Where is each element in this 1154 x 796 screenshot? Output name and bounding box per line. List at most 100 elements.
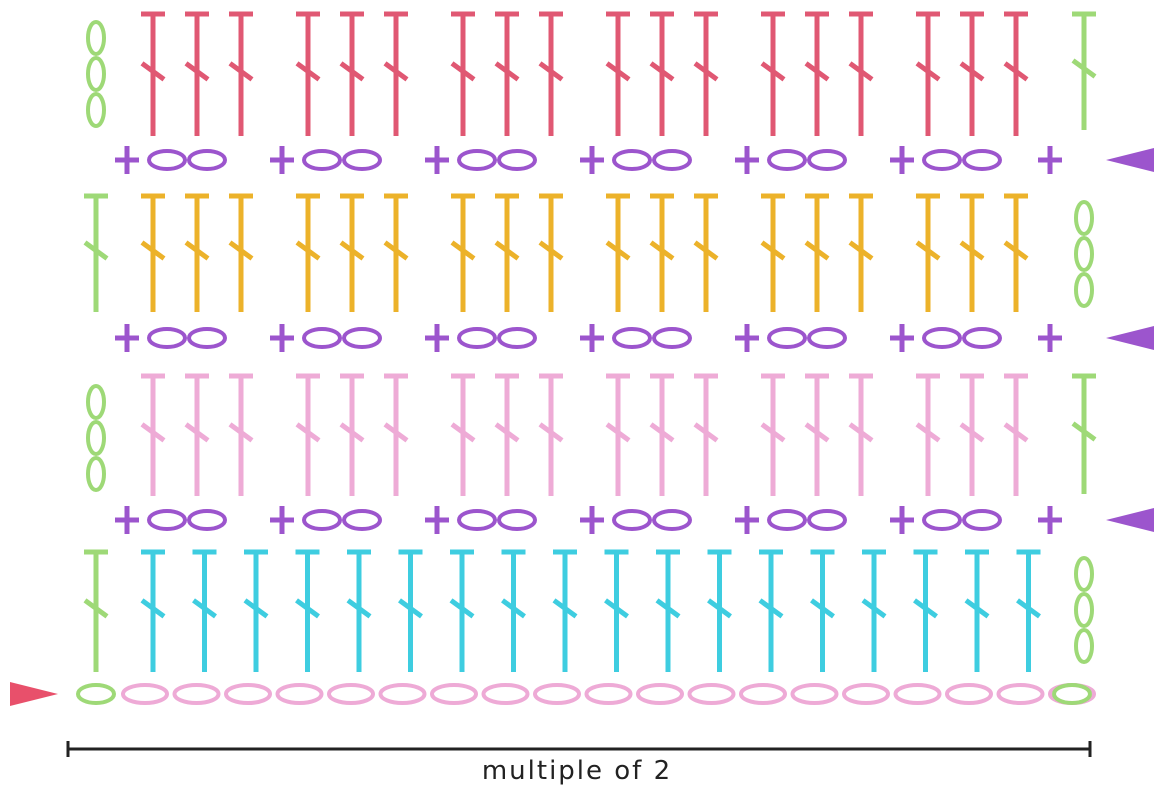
- chain-icon: [497, 509, 537, 531]
- double-crochet-icon: [861, 549, 887, 672]
- chain-icon: [767, 149, 807, 171]
- double-crochet-icon: [140, 373, 166, 496]
- double-crochet-icon: [494, 193, 520, 312]
- double-crochet-icon: [1003, 373, 1029, 496]
- turning-chain-icon: [1074, 200, 1094, 308]
- chain-icon: [76, 683, 116, 705]
- turning-dc-icon: [83, 549, 109, 672]
- single-crochet-icon: [890, 506, 914, 534]
- double-crochet-icon: [758, 549, 784, 672]
- double-crochet-icon: [915, 193, 941, 312]
- chain-icon: [457, 327, 497, 349]
- single-crochet-icon: [1038, 506, 1062, 534]
- single-crochet-icon: [115, 146, 139, 174]
- single-crochet-icon: [735, 146, 759, 174]
- double-crochet-icon: [538, 193, 564, 312]
- chain-icon: [342, 327, 382, 349]
- chain-icon: [922, 149, 962, 171]
- chain-icon: [147, 509, 187, 531]
- turning-dc-icon: [83, 193, 109, 312]
- chain-icon: [922, 509, 962, 531]
- chain-icon: [807, 327, 847, 349]
- chain-icon: [842, 683, 890, 705]
- ruler-line: [66, 741, 1092, 757]
- single-crochet-icon: [270, 324, 294, 352]
- chain-icon: [187, 327, 227, 349]
- turning-dc-icon: [1071, 373, 1097, 494]
- chain-icon: [378, 683, 427, 705]
- double-crochet-icon: [295, 193, 321, 312]
- chain-icon: [962, 149, 1002, 171]
- double-crochet-icon: [140, 549, 166, 672]
- double-crochet-icon: [538, 373, 564, 496]
- chain-icon: [187, 149, 227, 171]
- double-crochet-icon: [339, 373, 365, 496]
- chain-icon: [224, 683, 272, 705]
- turning-dc-icon: [1071, 11, 1097, 130]
- single-crochet-icon: [115, 506, 139, 534]
- chain-icon: [807, 149, 847, 171]
- double-crochet-icon: [693, 193, 719, 312]
- double-crochet-icon: [383, 11, 409, 136]
- chain-icon: [739, 683, 787, 705]
- double-crochet-icon: [494, 373, 520, 496]
- chain-icon: [147, 149, 187, 171]
- chain-icon: [612, 509, 652, 531]
- double-crochet-icon: [295, 11, 321, 136]
- chain-icon: [147, 327, 187, 349]
- double-crochet-icon: [228, 373, 254, 496]
- double-crochet-icon: [1016, 549, 1041, 672]
- double-crochet-icon: [552, 549, 578, 672]
- single-crochet-icon: [425, 506, 449, 534]
- double-crochet-icon: [1003, 193, 1029, 312]
- chain-icon: [652, 327, 692, 349]
- single-crochet-icon: [425, 324, 449, 352]
- double-crochet-icon: [184, 193, 210, 312]
- turning-chain-icon: [1074, 556, 1094, 664]
- double-crochet-icon: [1003, 11, 1029, 136]
- double-crochet-icon: [346, 549, 372, 672]
- triangle-marker-icon: [1106, 148, 1154, 172]
- single-crochet-icon: [1038, 146, 1062, 174]
- double-crochet-icon: [243, 549, 269, 672]
- double-crochet-icon: [959, 193, 985, 312]
- double-crochet-icon: [501, 549, 526, 672]
- double-crochet-icon: [605, 11, 631, 136]
- double-crochet-icon: [295, 549, 320, 672]
- double-crochet-icon: [450, 11, 476, 136]
- single-crochet-icon: [270, 506, 294, 534]
- double-crochet-icon: [383, 193, 409, 312]
- double-crochet-icon: [604, 549, 629, 672]
- double-crochet-icon: [649, 193, 675, 312]
- chain-icon: [121, 683, 169, 705]
- double-crochet-icon: [140, 11, 166, 136]
- triangle-marker-icon: [1106, 508, 1154, 532]
- chain-icon: [430, 683, 478, 705]
- double-crochet-icon: [339, 11, 365, 136]
- double-crochet-icon: [140, 193, 166, 312]
- double-crochet-icon: [192, 549, 217, 672]
- double-crochet-icon: [449, 549, 475, 672]
- chain-icon: [962, 327, 1002, 349]
- chain-icon: [457, 509, 497, 531]
- double-crochet-icon: [339, 193, 365, 312]
- single-crochet-icon: [1038, 324, 1062, 352]
- chain-icon: [481, 683, 530, 705]
- double-crochet-icon: [383, 373, 409, 496]
- single-crochet-icon: [580, 146, 604, 174]
- chain-icon: [652, 509, 692, 531]
- chain-icon: [687, 683, 736, 705]
- double-crochet-icon: [804, 373, 830, 496]
- chain-icon: [302, 149, 342, 171]
- double-crochet-icon: [804, 11, 830, 136]
- chain-icon: [767, 327, 807, 349]
- chain-icon: [457, 149, 497, 171]
- double-crochet-icon: [810, 549, 835, 672]
- single-crochet-icon: [735, 506, 759, 534]
- chain-icon: [497, 327, 537, 349]
- double-crochet-icon: [693, 11, 719, 136]
- chain-icon: [497, 149, 537, 171]
- chain-icon: [275, 683, 324, 705]
- chain-icon: [945, 683, 993, 705]
